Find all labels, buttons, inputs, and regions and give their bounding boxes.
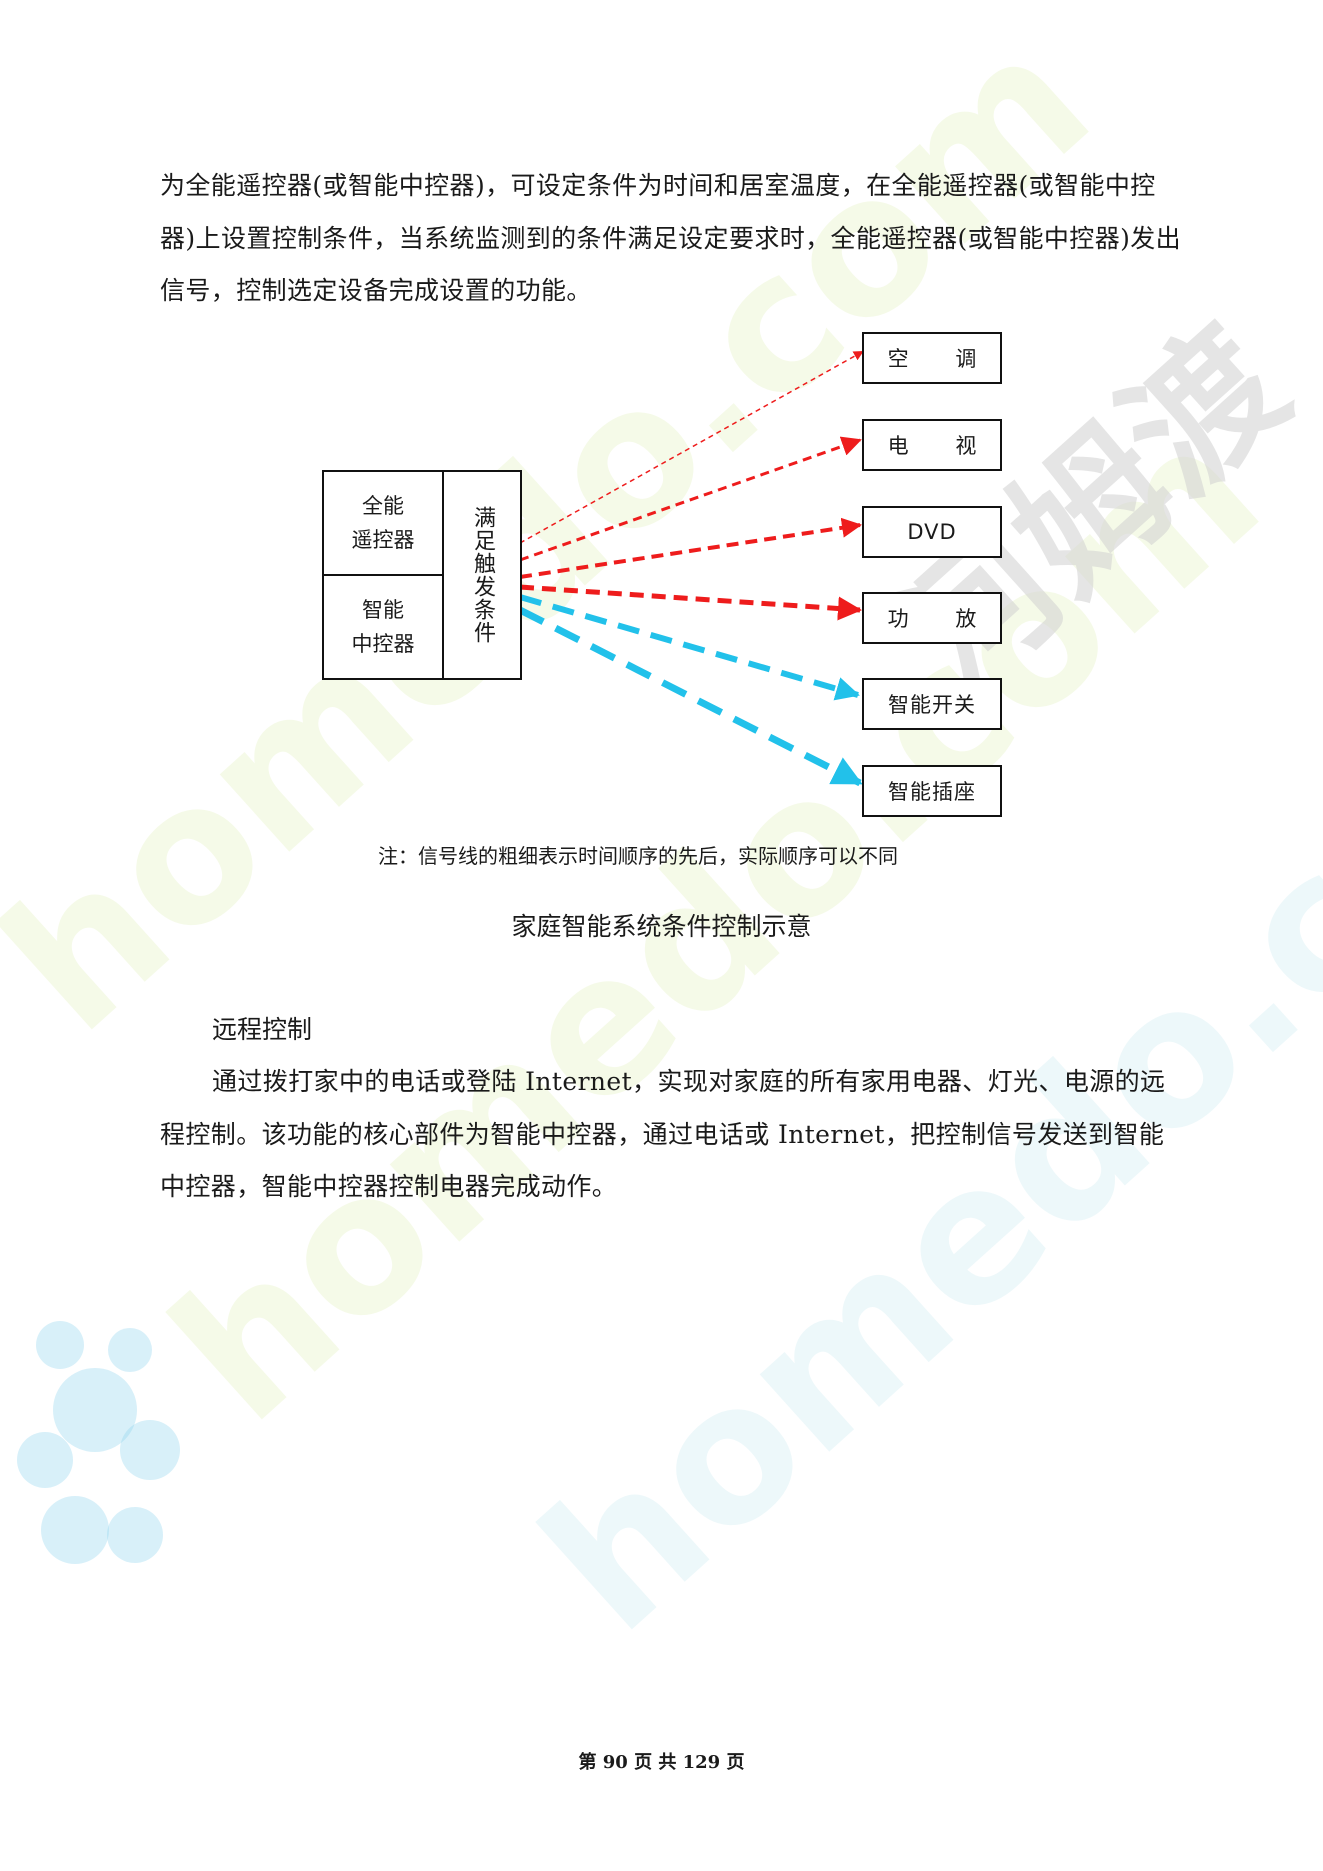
- signal-lines: [518, 351, 864, 787]
- trigger-condition-label: 满足触发条件: [470, 506, 495, 644]
- remote-controller-line-1: 全能: [362, 494, 404, 518]
- watermark-flower-icon: [17, 1321, 180, 1564]
- device-air-conditioner: 空 调: [862, 332, 1002, 384]
- paragraph-1: 为全能遥控器(或智能中控器)，可设定条件为时间和居室温度，在全能遥控器(或智能中…: [160, 171, 1182, 305]
- signal-line-dvd: [519, 517, 862, 579]
- signal-line-ac: [519, 351, 864, 544]
- signal-line-socket: [518, 606, 863, 787]
- page-number: 第 90 页 共 129 页: [578, 1752, 745, 1773]
- section-heading-remote-control: 远程控制: [212, 1015, 313, 1044]
- paragraph-2: 通过拨打家中的电话或登陆 Internet，实现对家庭的所有家用电器、灯光、电源…: [160, 1067, 1166, 1201]
- device-dvd: DVD: [862, 506, 1002, 558]
- diagram-caption: 家庭智能系统条件控制示意: [511, 912, 812, 941]
- signal-line-amp: [519, 584, 862, 621]
- smart-controller-line-1: 智能: [362, 598, 404, 622]
- signal-line-switch: [519, 594, 860, 701]
- device-smart-socket: 智能插座: [862, 765, 1002, 817]
- device-tv: 电 视: [862, 419, 1002, 471]
- condition-control-diagram: 全能 遥控器 智能 中控器 满足触发条件 空 调 电 视 DVD 功 放 智能开…: [320, 325, 1010, 825]
- signal-line-tv: [519, 436, 862, 562]
- smart-controller-line-2: 中控器: [351, 632, 415, 656]
- device-smart-switch: 智能开关: [862, 678, 1002, 730]
- remote-controller-line-2: 遥控器: [351, 528, 415, 552]
- trigger-condition-box: 满足触发条件: [442, 470, 522, 680]
- device-amplifier: 功 放: [862, 592, 1002, 644]
- diagram-note: 注：信号线的粗细表示时间顺序的先后，实际顺序可以不同: [378, 844, 898, 868]
- remote-controller-box: 全能 遥控器: [322, 470, 444, 576]
- smart-controller-box: 智能 中控器: [322, 574, 444, 680]
